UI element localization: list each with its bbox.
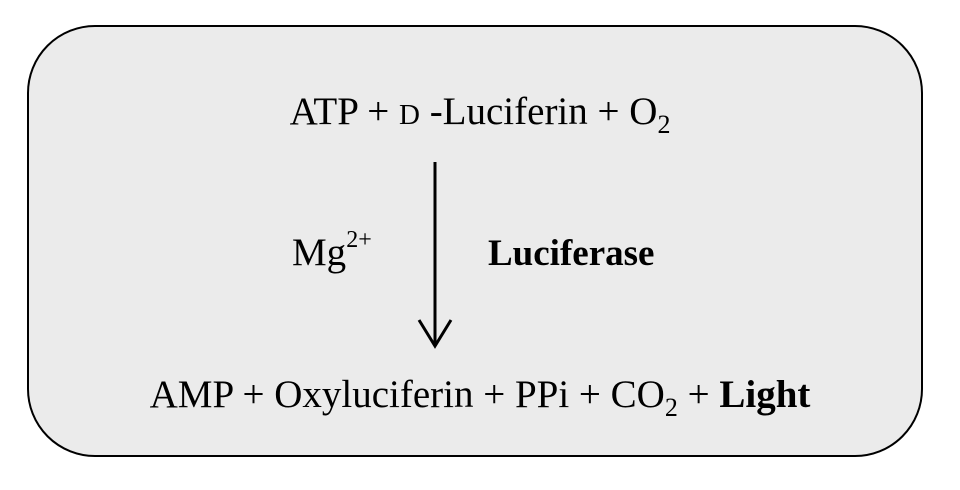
- enzyme-label: Luciferase: [488, 233, 655, 274]
- arrow-head: [417, 319, 453, 349]
- cofactor-label: Mg2+: [292, 228, 372, 274]
- d-prefix: D: [398, 99, 420, 131]
- co2-subscript: 2: [664, 393, 678, 423]
- products-label: AMP + Oxyluciferin + PPi + CO: [149, 373, 665, 416]
- o2-subscript: 2: [657, 110, 671, 140]
- arrow-down-icon: [417, 162, 453, 349]
- light-label: Light: [719, 373, 811, 416]
- atp-label: ATP: [289, 90, 358, 133]
- luciferin-oxygen-label: -Luciferin + O: [419, 90, 658, 133]
- cofactor-symbol: Mg: [292, 231, 347, 274]
- cofactor-charge: 2+: [346, 227, 372, 253]
- reactants-equation: ATP + D -Luciferin + O2: [0, 90, 960, 138]
- reaction-panel: [27, 25, 923, 457]
- plus-sign: +: [357, 90, 399, 133]
- plus-sign: +: [677, 373, 720, 416]
- products-equation: AMP + Oxyluciferin + PPi + CO2 + Light: [0, 373, 960, 421]
